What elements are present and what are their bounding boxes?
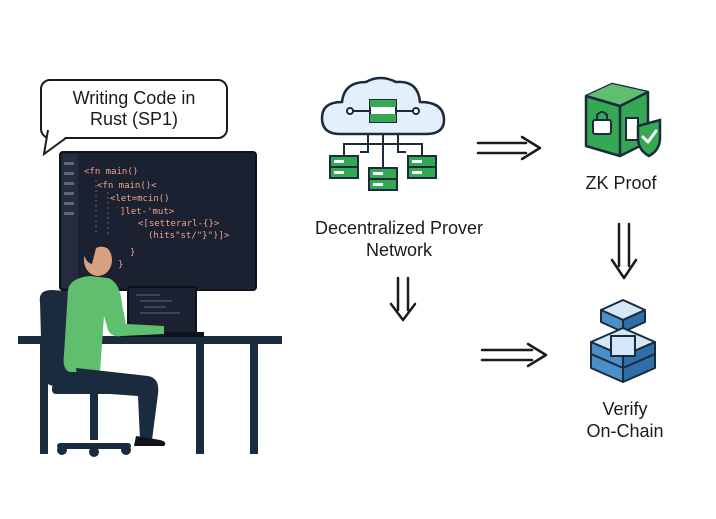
verify-line-1: Verify xyxy=(602,399,648,419)
bubble-line-1: Writing Code in xyxy=(72,88,196,108)
stacked-blocks-icon xyxy=(590,299,656,383)
network-label: Decentralized Prover Network xyxy=(285,217,513,261)
code-line: } xyxy=(130,248,135,258)
arrow-down-icon xyxy=(610,222,638,280)
arrow-down-icon xyxy=(389,276,417,322)
code-line: ]let-'mut> xyxy=(120,207,175,217)
bubble-tail xyxy=(42,130,69,157)
person-legs xyxy=(76,368,159,440)
arrow-right-icon xyxy=(476,135,542,161)
speech-bubble: Writing Code in Rust (SP1) xyxy=(40,79,228,139)
code-line: <let=mcin() xyxy=(110,194,170,204)
verify-line-2: On-Chain xyxy=(586,421,664,441)
network-line-2: Network xyxy=(365,240,432,260)
code-line: (hits"st/"}")]> xyxy=(148,231,230,241)
cube-lock-shield-icon xyxy=(584,82,662,158)
verify-label: Verify On-Chain xyxy=(565,398,685,442)
person-shirt xyxy=(63,276,164,372)
code-line: <[setterarl-{}> xyxy=(138,219,220,229)
desk xyxy=(18,336,282,344)
arrow-right-icon xyxy=(480,342,548,368)
developer-illustration: <fn main() <fn main()< <let=mcin() ]let-… xyxy=(18,151,282,457)
network-line-1: Decentralized Prover xyxy=(314,218,484,238)
code-line: } xyxy=(118,260,123,270)
bubble-line-2: Rust (SP1) xyxy=(89,109,179,129)
code-line: <fn main()< xyxy=(97,181,157,191)
zk-proof-label: ZK Proof xyxy=(585,173,657,193)
code-line: <fn main() xyxy=(84,167,138,177)
cloud-server-icon xyxy=(320,76,446,191)
